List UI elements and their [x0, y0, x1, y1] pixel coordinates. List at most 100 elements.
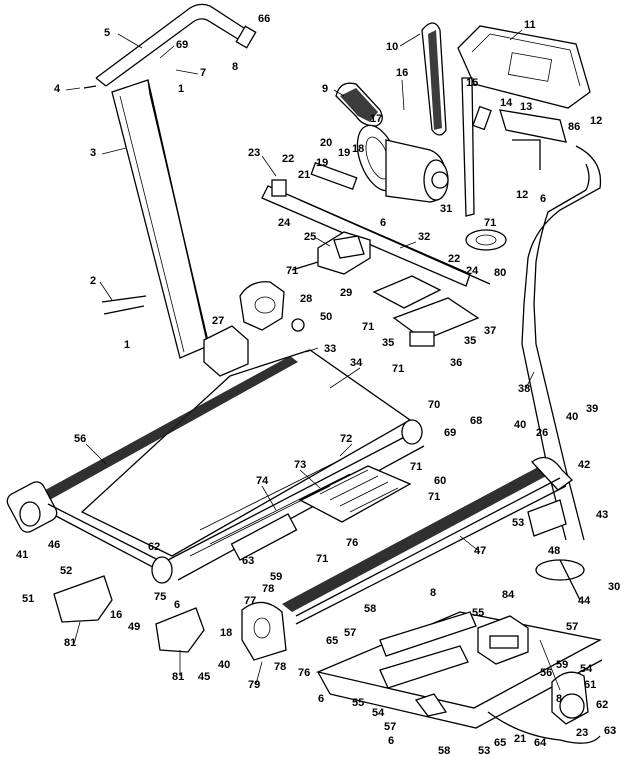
callout-16b: 16 [110, 609, 122, 621]
callout-50: 50 [320, 311, 332, 323]
callout-86: 86 [568, 121, 580, 133]
callout-57b: 57 [566, 621, 578, 633]
callout-19: 19 [316, 157, 328, 169]
callout-57: 57 [344, 627, 356, 639]
callout-62: 62 [148, 541, 160, 553]
leader-lines [65, 29, 535, 685]
callout-16: 16 [396, 67, 408, 79]
callout-80: 80 [494, 267, 506, 279]
callout-84: 84 [502, 589, 515, 601]
callout-53: 53 [512, 517, 524, 529]
callout-27: 27 [212, 315, 224, 327]
callout-29: 29 [340, 287, 352, 299]
callout-42: 42 [578, 459, 590, 471]
callout-78b: 78 [274, 661, 286, 673]
callout-71c: 71 [362, 321, 374, 333]
callout-63: 63 [242, 555, 254, 567]
callout-31: 31 [440, 203, 452, 215]
motor-assembly [261, 22, 491, 347]
callout-39: 39 [586, 403, 598, 415]
callout-21: 21 [298, 169, 310, 181]
console-assembly [457, 25, 602, 541]
callout-56b: 56 [540, 667, 552, 679]
callout-46: 46 [48, 539, 60, 551]
callout-47: 47 [474, 545, 486, 557]
callout-76b: 76 [298, 667, 310, 679]
callout-20: 20 [320, 137, 332, 149]
callout-66: 66 [258, 13, 270, 25]
callout-37: 37 [484, 325, 496, 337]
callout-6: 6 [380, 217, 386, 229]
callout-26: 26 [536, 427, 548, 439]
callout-10: 10 [386, 41, 398, 53]
callout-79: 79 [248, 679, 260, 691]
callout-55b: 55 [352, 697, 364, 709]
callout-65: 65 [326, 635, 338, 647]
callout-24b: 24 [466, 265, 479, 277]
callout-32: 32 [418, 231, 430, 243]
callout-53b: 53 [478, 745, 490, 757]
callout-78: 78 [262, 583, 274, 595]
callout-17: 17 [370, 113, 382, 125]
callout-19b: 19 [338, 147, 350, 159]
callout-38: 38 [518, 383, 530, 395]
callout-28: 28 [300, 293, 312, 305]
callout-12b: 12 [516, 189, 528, 201]
callout-33: 33 [324, 343, 336, 355]
incline-frame [315, 611, 603, 744]
callout-30: 30 [608, 581, 620, 593]
callout-72: 72 [340, 433, 352, 445]
callout-71: 71 [484, 217, 496, 229]
callout-7: 7 [200, 67, 206, 79]
callout-71e: 71 [410, 461, 422, 473]
callout-13: 13 [520, 101, 532, 113]
callout-23b: 23 [576, 727, 588, 739]
callout-65b: 65 [494, 737, 506, 749]
callout-69: 69 [176, 39, 188, 51]
callout-40b: 40 [514, 419, 526, 431]
callout-15: 15 [466, 77, 478, 89]
callout-75: 75 [154, 591, 166, 603]
callout-64: 64 [534, 737, 547, 749]
callout-71b: 71 [286, 265, 298, 277]
callout-71f: 71 [428, 491, 440, 503]
callout-8c: 8 [556, 693, 562, 705]
callout-55: 55 [472, 607, 484, 619]
callout-77: 77 [244, 595, 256, 607]
callout-6b: 6 [540, 193, 546, 205]
handrail-assembly [83, 3, 305, 377]
callout-1b: 1 [124, 339, 130, 351]
callout-61: 61 [584, 679, 596, 691]
callout-22b: 22 [448, 253, 460, 265]
callout-24: 24 [278, 217, 291, 229]
callout-18: 18 [352, 143, 364, 155]
callout-41: 41 [16, 549, 28, 561]
callout-8: 8 [232, 61, 238, 73]
callout-12: 12 [590, 115, 602, 127]
callout-62b: 62 [596, 699, 608, 711]
callout-35b: 35 [464, 335, 476, 347]
callout-36: 36 [450, 357, 462, 369]
callout-11: 11 [524, 19, 536, 31]
callout-5: 5 [104, 27, 110, 39]
callout-3: 3 [90, 147, 96, 159]
right-brackets [527, 499, 585, 601]
callout-76: 76 [346, 537, 358, 549]
deck-assembly [6, 349, 574, 661]
callout-70: 70 [428, 399, 440, 411]
callout-44: 44 [578, 595, 591, 607]
callout-59b: 59 [556, 659, 568, 671]
callout-48: 48 [548, 545, 560, 557]
callout-59: 59 [270, 571, 282, 583]
callout-40c: 40 [218, 659, 230, 671]
callout-34: 34 [350, 357, 363, 369]
callout-56: 56 [74, 433, 86, 445]
callout-71g: 71 [316, 553, 328, 565]
callout-1: 1 [178, 83, 184, 95]
callout-63b: 63 [604, 725, 616, 737]
callout-49: 49 [128, 621, 140, 633]
callout-6d: 6 [318, 693, 324, 705]
callout-9: 9 [322, 83, 328, 95]
callout-51: 51 [22, 593, 34, 605]
